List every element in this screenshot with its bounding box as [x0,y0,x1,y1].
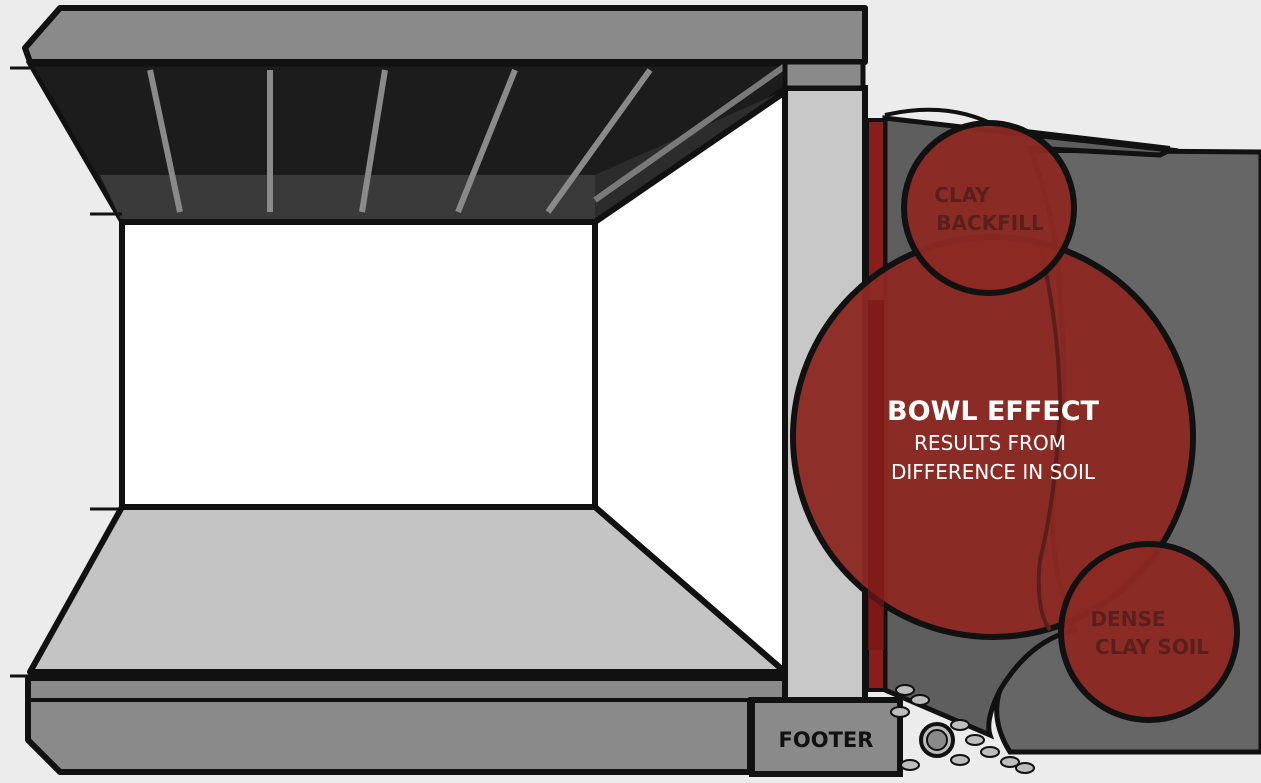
callout-clay-backfill: CLAY BACKFILL [904,123,1074,293]
clay-backfill-line-2: BACKFILL [936,211,1044,235]
floor-slab [28,678,790,772]
gravel-stone [901,760,919,770]
back-wall [122,222,595,507]
bowl-effect-title: BOWL EFFECT [887,396,1100,427]
bowl-effect-line-2: DIFFERENCE IN SOIL [891,460,1096,484]
gravel-stone [966,735,984,745]
drain-tile-inner [927,730,947,750]
membrane-through-circle [868,300,884,650]
gravel-stone [891,707,909,717]
gravel-stone [896,685,914,695]
clay-backfill-line-1: CLAY [934,183,990,207]
gravel-stone [951,755,969,765]
gravel-stone [911,695,929,705]
clay-backfill-circle [904,123,1074,293]
dense-clay-line-1: DENSE [1090,607,1165,631]
gravel-stone [981,747,999,757]
wall-cap [785,62,863,88]
upper-floor-slab [25,8,865,62]
gravel-stone [1016,763,1034,773]
footer-label: FOOTER [779,728,874,752]
bowl-effect-line-1: RESULTS FROM [914,431,1066,455]
gravel-stone [951,720,969,730]
dense-clay-line-2: CLAY SOIL [1095,635,1209,659]
dense-clay-circle [1061,544,1237,720]
callout-dense-clay-soil: DENSE CLAY SOIL [1061,544,1237,720]
